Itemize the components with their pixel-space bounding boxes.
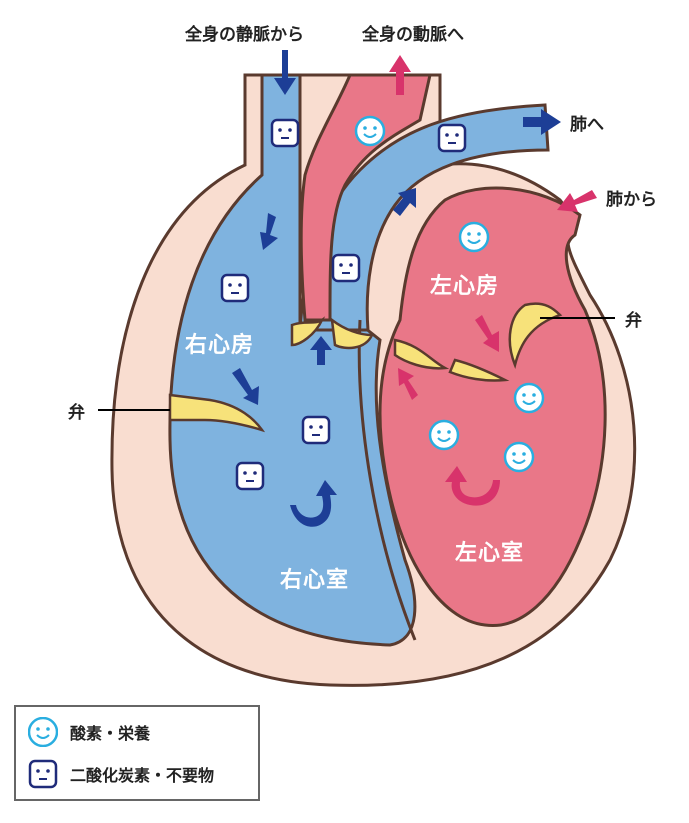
- oxygen-icon-1: [354, 115, 386, 147]
- co2-icon-4: [437, 123, 467, 153]
- aortic-valve: [330, 317, 374, 350]
- label-valve-left: 弁: [625, 311, 642, 331]
- pink-arrows: [389, 55, 597, 506]
- label-from-lungs: 肺から: [606, 190, 657, 210]
- left-valve-a: [393, 338, 450, 370]
- right-heart-blood: [168, 73, 417, 647]
- mitral-valve: [508, 302, 563, 370]
- label-from-body-veins: 全身の静脈から: [185, 25, 304, 45]
- neutral-face-icon: [28, 759, 58, 789]
- pulmonary-valve: [290, 316, 326, 347]
- arrow-lv-up: [398, 368, 418, 400]
- co2-icon-5: [301, 415, 331, 445]
- legend-row-oxygen: 酸素・栄養: [28, 717, 150, 747]
- oxygen-icon-2: [458, 221, 490, 253]
- label-left-atrium: 左心房: [430, 274, 500, 299]
- legend-row-co2: 二酸化炭素・不要物: [28, 759, 214, 789]
- arrow-ra-down: [260, 213, 278, 250]
- smile-face-icon: [28, 717, 58, 747]
- label-to-body-arteries: 全身の動脈へ: [362, 25, 464, 45]
- left-heart-blood: [378, 186, 607, 628]
- left-valve-b: [448, 358, 510, 382]
- arrow-ra-valve: [232, 368, 259, 405]
- arrow-in-veins: [274, 50, 296, 95]
- arrow-from-lungs: [557, 190, 597, 212]
- co2-icon-1: [270, 118, 300, 148]
- arrow-to-lungs: [523, 109, 561, 135]
- arrow-la-valve: [475, 315, 499, 352]
- arrow-rv-curve: [290, 480, 337, 527]
- tricuspid-valve: [168, 393, 266, 433]
- co2-icon-3: [331, 253, 361, 283]
- legend-oxygen-text: 酸素・栄養: [70, 724, 151, 743]
- blue-arrows: [232, 50, 561, 527]
- label-valve-right: 弁: [68, 403, 85, 423]
- label-left-ventricle: 左心室: [455, 541, 525, 566]
- arrow-pa-up: [393, 188, 416, 216]
- arrow-lv-curve: [445, 466, 500, 506]
- label-right-ventricle: 右心室: [280, 568, 350, 593]
- arrow-out-aorta: [389, 55, 411, 95]
- oxygen-icon-3: [513, 382, 545, 414]
- label-right-atrium: 右心房: [185, 333, 255, 358]
- oxygen-icon-5: [503, 441, 535, 473]
- label-to-lungs: 肺へ: [570, 115, 604, 135]
- legend-co2-text: 二酸化炭素・不要物: [70, 766, 215, 785]
- legend-box: 酸素・栄養 二酸化炭素・不要物: [14, 705, 260, 801]
- arrow-rv-up: [310, 336, 332, 365]
- co2-icon-2: [220, 273, 250, 303]
- oxygen-icon-4: [428, 419, 460, 451]
- aorta: [299, 73, 432, 322]
- co2-icon-6: [235, 461, 265, 491]
